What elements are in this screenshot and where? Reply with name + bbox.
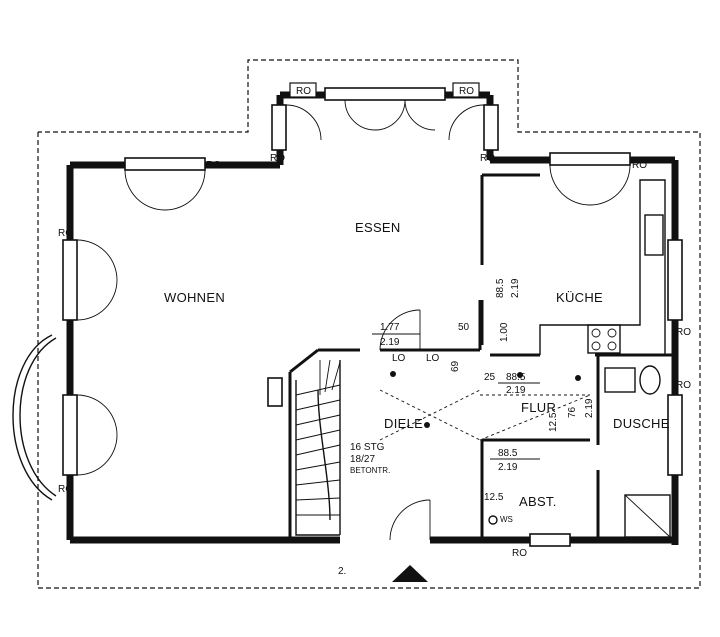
stair-steps: 16 STG [350, 442, 385, 453]
lo-labels: LO LO [392, 353, 440, 364]
ro-label: RO [480, 153, 495, 164]
bay-window-arc [12, 334, 57, 501]
stove [587, 324, 621, 354]
ro-label: RO [58, 228, 73, 239]
room-label-abst: ABST. [519, 494, 557, 509]
window-stair-left [267, 377, 283, 407]
wc-label: WS [500, 515, 513, 524]
hall-dashed-lines [379, 371, 591, 525]
window-wohnen-left-2 [62, 394, 78, 476]
room-label-flur: FLUR [521, 400, 556, 415]
door-swings [76, 99, 631, 541]
ro-label: RO [512, 548, 527, 559]
ro-labels: RO RO RO RO RO RO RO RO RO RO RO [58, 82, 691, 559]
interior-walls [288, 173, 675, 540]
sink [644, 214, 664, 256]
washbasin [604, 367, 636, 393]
dim-door-diele-h: 2.19 [380, 337, 400, 348]
entrance-arrow-icon [392, 565, 428, 582]
window-wohnen-left-1 [62, 239, 78, 321]
window-right-lower [667, 394, 683, 476]
bathroom-fixtures [604, 365, 671, 538]
staircase [295, 359, 341, 536]
window-essen-top [324, 87, 446, 101]
ro-label: RO [206, 160, 221, 171]
dim-dusche-219: 2.19 [584, 398, 595, 418]
lo-label: LO [426, 353, 440, 364]
room-label-kueche: KÜCHE [556, 290, 603, 305]
entry-mark: 2. [338, 566, 346, 577]
window-essen-left [271, 104, 287, 151]
ro-label: RO [676, 327, 691, 338]
ro-label: RO [296, 86, 311, 97]
outer-outline [37, 59, 701, 589]
ro-label: RO [676, 380, 691, 391]
ro-label: RO [459, 86, 474, 97]
windows [62, 87, 683, 547]
room-labels: WOHNEN ESSEN KÜCHE DIELE FLUR DUSCHE ABS… [164, 220, 670, 509]
ro-label: RO [58, 484, 73, 495]
dim-vertical-100: 1.00 [499, 322, 510, 342]
ro-label: RO [632, 160, 647, 171]
dim-abst-125: 12.5 [484, 492, 504, 503]
dim-flur-25: 25 [484, 372, 496, 383]
room-label-diele: DIELE [384, 416, 423, 431]
room-label-dusche: DUSCHE [613, 416, 670, 431]
shower-tray [624, 494, 671, 538]
window-right-upper [667, 239, 683, 321]
stair-annotation: 16 STG 18/27 BETONTR. [350, 442, 390, 475]
ro-label: RO [270, 153, 285, 164]
window-kueche-top [549, 152, 631, 166]
kitchen-counter [539, 179, 666, 355]
dim-kueche-door-w: 88.5 [495, 278, 506, 298]
window-wohnen-top [124, 157, 206, 171]
window-essen-right [483, 104, 499, 151]
lo-label: LO [392, 353, 406, 364]
dim-flur-69: 69 [450, 360, 461, 372]
stair-ratio: 18/27 [350, 454, 375, 465]
dim-abst-door-w: 88.5 [498, 448, 518, 459]
dimensions: 1.77 2.19 50 88.5 2.19 1.00 88.5 2.19 25… [372, 278, 595, 503]
window-abst-bottom [529, 533, 571, 547]
dim-door-diele-w: 1.77 [380, 322, 400, 333]
room-label-wohnen: WOHNEN [164, 290, 225, 305]
dim-dusche-76: 76 [567, 406, 578, 418]
dim-dusche-125: 12.5 [548, 412, 559, 432]
dim-niche: 50 [458, 322, 470, 333]
stair-type: BETONTR. [350, 466, 390, 475]
dim-abst-door-h: 2.19 [498, 462, 518, 473]
dim-flur-door-w: 88.5 [506, 372, 526, 383]
room-label-essen: ESSEN [355, 220, 401, 235]
dim-flur-door-h: 2.19 [506, 385, 526, 396]
dim-kueche-door-h: 2.19 [510, 278, 521, 298]
toilet [639, 365, 661, 395]
